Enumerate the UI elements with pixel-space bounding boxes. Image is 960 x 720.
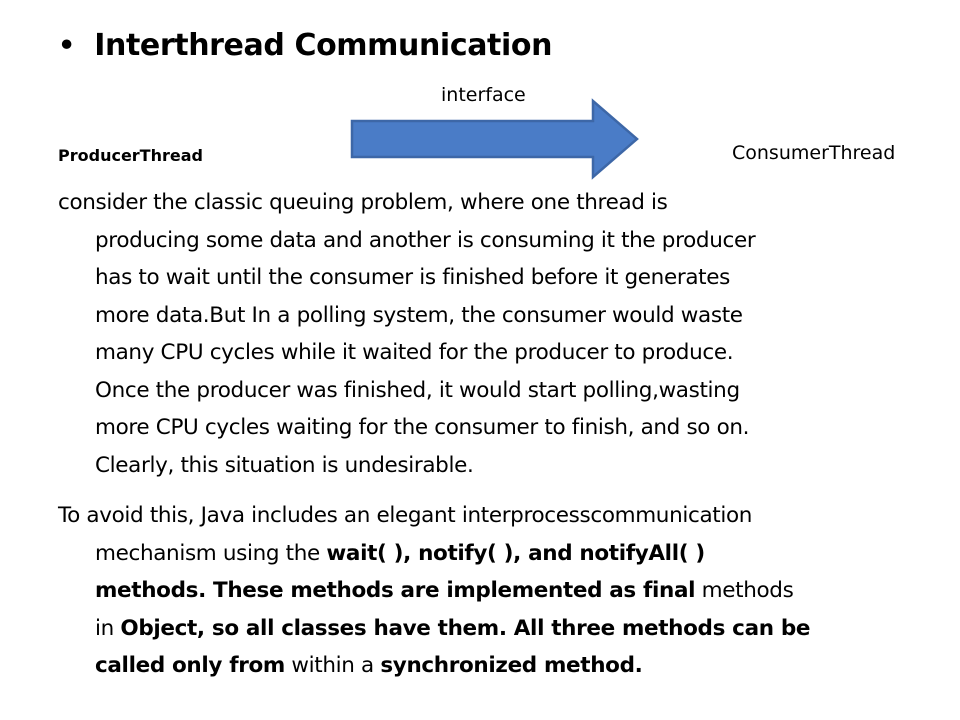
text-segment-bold: Object, so all classes have them. All th… xyxy=(120,615,811,641)
text-line: Clearly, this situation is undesirable. xyxy=(95,452,474,478)
text-line: many CPU cycles while it waited for the … xyxy=(95,340,734,365)
producer-label: ProducerThread xyxy=(58,146,203,165)
text-segment-bold: synchronized method. xyxy=(380,653,643,678)
arrow-label: interface xyxy=(441,84,526,106)
arrow-shape xyxy=(350,98,639,180)
text-segment: mechanism using the xyxy=(95,540,327,566)
consumer-label: ConsumerThread xyxy=(732,142,896,164)
text-line: Once the producer was finished, it would… xyxy=(95,377,740,403)
text-line: more data.But In a polling system, the c… xyxy=(95,302,743,328)
right-arrow-icon xyxy=(350,98,639,180)
text-line: called only from within a synchronized m… xyxy=(58,647,928,685)
text-line: To avoid this, Java includes an elegant … xyxy=(58,503,753,528)
text-segment-bold: wait( ), notify( ), and notifyAll( ) xyxy=(326,540,705,566)
text-segment-bold: called only from xyxy=(95,653,285,678)
text-line: mechanism using the wait( ), notify( ), … xyxy=(58,535,928,573)
text-line: consider the classic queuing problem, wh… xyxy=(58,190,668,215)
text-line: methods. These methods are implemented a… xyxy=(58,572,928,610)
text-line: producing some data and another is consu… xyxy=(95,227,756,253)
text-segment: within a xyxy=(284,653,381,678)
bullet-icon: • xyxy=(58,30,76,61)
title-row: • Interthread Communication xyxy=(58,28,552,63)
text-segment: in xyxy=(95,615,121,641)
slide-title: Interthread Communication xyxy=(94,28,553,63)
text-segment: methods xyxy=(695,578,794,603)
text-line: has to wait until the consumer is finish… xyxy=(95,265,730,290)
text-line: in Object, so all classes have them. All… xyxy=(58,610,928,648)
text-segment-bold: methods. These methods are implemented a… xyxy=(95,578,696,603)
paragraph-queuing: consider the classic queuing problem, wh… xyxy=(58,184,928,484)
text-line: more CPU cycles waiting for the consumer… xyxy=(95,415,750,440)
paragraph-java-methods: To avoid this, Java includes an elegant … xyxy=(58,497,928,685)
